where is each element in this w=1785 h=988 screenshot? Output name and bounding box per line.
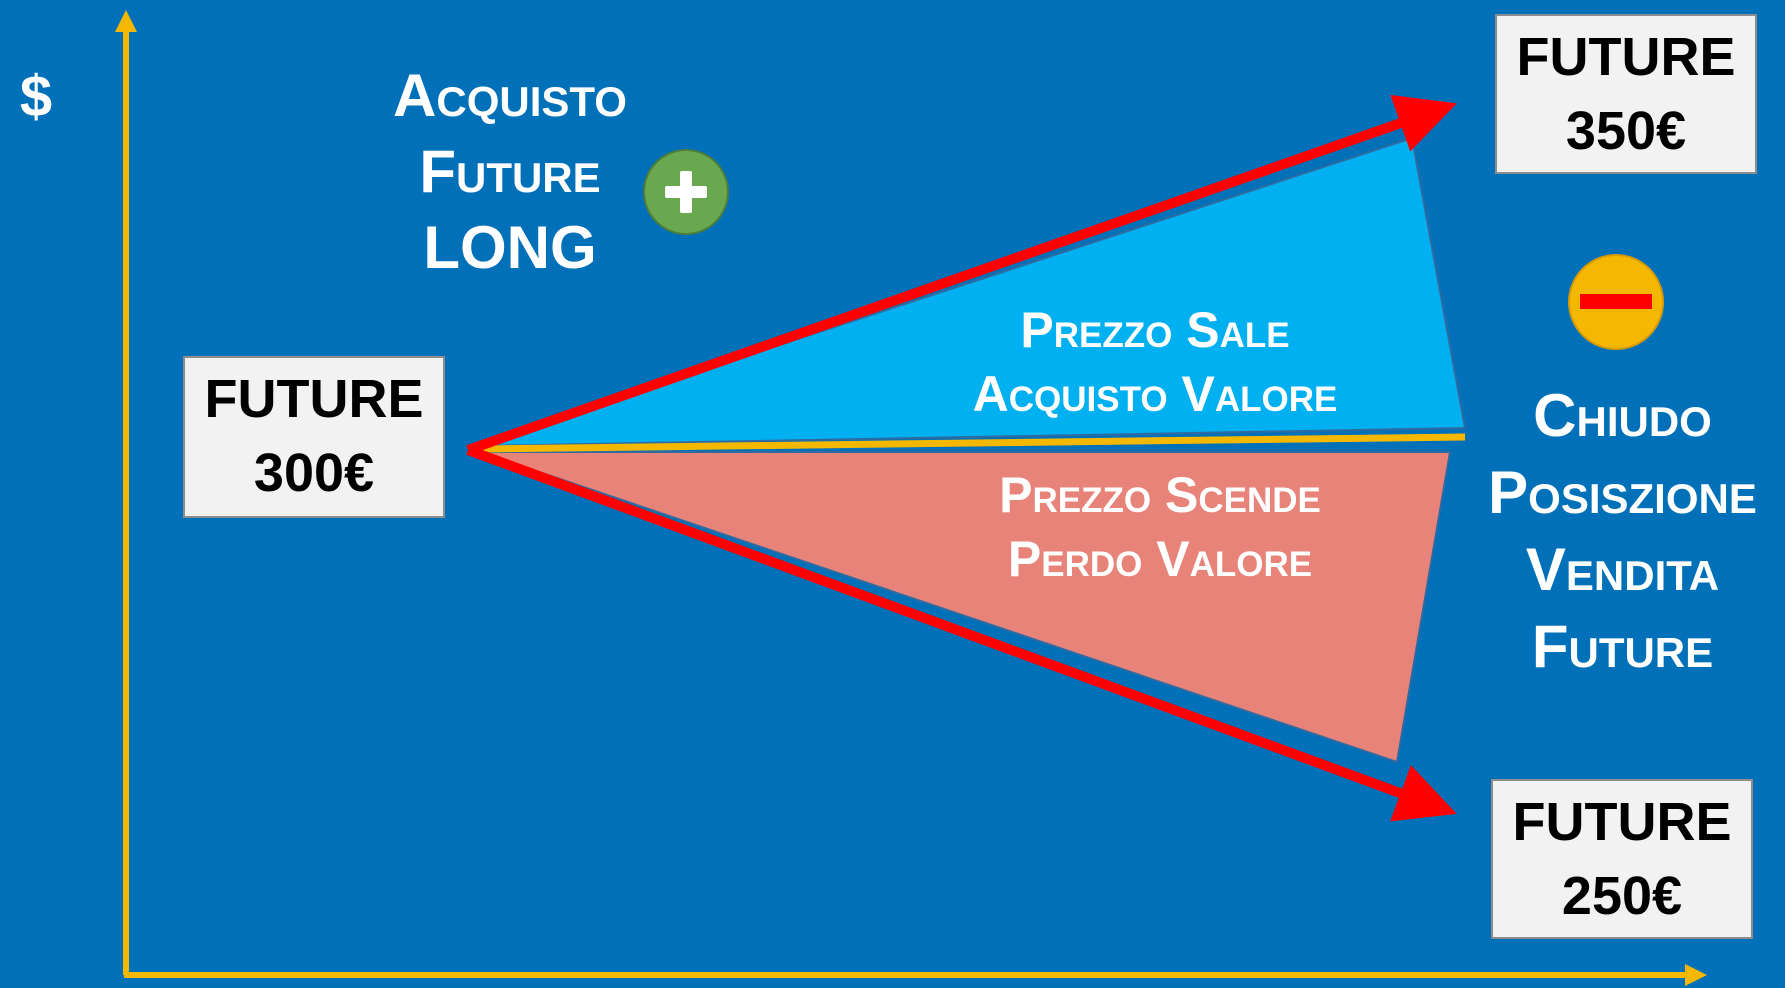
baseline	[479, 433, 1466, 453]
close-line-1: Chiudo	[1533, 382, 1712, 449]
high-box-price: 350€	[1565, 101, 1687, 161]
low-price-box: FUTURE 250€	[1491, 779, 1753, 939]
high-price-box: FUTURE 350€	[1495, 14, 1757, 174]
low-box-price: 250€	[1561, 866, 1683, 926]
strategy-title: Acquisto Future LONG	[330, 58, 690, 286]
start-box-label: FUTURE	[204, 369, 424, 429]
up-arrow	[466, 94, 1457, 455]
y-axis-arrowhead	[115, 10, 137, 32]
down-arrow	[466, 445, 1457, 822]
close-position-text: Chiudo Posiszione Vendita Future	[1470, 377, 1775, 685]
title-line-1: Acquisto	[393, 62, 627, 129]
up-region-label: Prezzo Sale Acquisto Valore	[930, 298, 1380, 426]
minus-circle-icon	[1568, 254, 1664, 350]
plus-circle-icon	[643, 149, 729, 235]
down-region-line-1: Prezzo Scende	[999, 467, 1321, 523]
close-line-3: Vendita	[1525, 536, 1720, 603]
title-line-3: LONG	[423, 214, 597, 281]
close-line-4: Future	[1531, 613, 1714, 680]
down-region-line-2: Perdo Valore	[1007, 531, 1313, 587]
down-region-shape	[479, 451, 1452, 764]
high-box-label: FUTURE	[1516, 27, 1736, 87]
x-axis-arrowhead	[1685, 964, 1707, 986]
start-price-box: FUTURE 300€	[183, 356, 445, 518]
down-region-label: Prezzo Scende Perdo Valore	[935, 463, 1385, 591]
title-line-2: Future	[419, 138, 601, 205]
close-line-2: Posiszione	[1488, 459, 1757, 526]
start-box-price: 300€	[253, 443, 375, 503]
low-box-label: FUTURE	[1512, 792, 1732, 852]
y-axis-symbol: $	[19, 64, 53, 129]
up-region-line-2: Acquisto Valore	[972, 366, 1338, 422]
up-region-line-1: Prezzo Sale	[1020, 302, 1290, 358]
